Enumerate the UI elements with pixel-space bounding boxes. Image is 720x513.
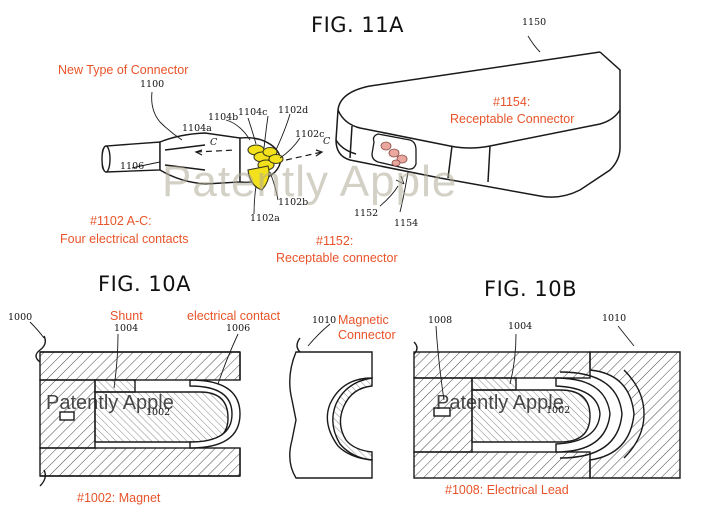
caption-1152-line2: Receptable connector <box>276 251 398 265</box>
ref-1010-b: 1010 <box>602 313 627 324</box>
ref-1010-a: 1010 <box>312 315 337 326</box>
caption-1102-line1: #1102 A-C: <box>90 214 152 228</box>
fig11a-electrical-contacts <box>247 144 284 191</box>
ref-1102b: 1102b <box>278 197 309 208</box>
caption-electrical-contact: electrical contact <box>187 309 281 323</box>
caption-new-connector: New Type of Connector <box>58 63 189 77</box>
ref-1102c: 1102c <box>295 129 325 140</box>
caption-electrical-lead: #1008: Electrical Lead <box>445 483 569 497</box>
ref-1104a: 1104a <box>182 123 212 134</box>
caption-1152-line1: #1152: <box>316 234 354 248</box>
ref-1000: 1000 <box>8 312 33 323</box>
caption-1154-line2: Receptable Connector <box>450 112 575 126</box>
ref-1104c: 1104c <box>238 107 268 118</box>
ref-1102d: 1102d <box>278 105 309 116</box>
ref-1152: 1152 <box>354 208 379 219</box>
caption-shunt: Shunt <box>110 309 143 323</box>
ref-1154: 1154 <box>394 218 419 229</box>
fig10a-leaders <box>29 321 239 389</box>
fig11a-title: FIG. 11A <box>311 13 404 37</box>
caption-magnet: #1002: Magnet <box>77 491 161 505</box>
ref-1008: 1008 <box>428 315 453 326</box>
ref-1006: 1006 <box>226 323 251 334</box>
fig10a-cross-section <box>35 335 241 487</box>
fig11a-device-leaders <box>379 171 409 213</box>
fig10a-title: FIG. 10A <box>98 272 191 296</box>
section-c-right: C <box>323 136 331 147</box>
ref-1106: 1106 <box>120 161 145 172</box>
fig10-magnetic-connector <box>289 337 373 479</box>
ref-1102a: 1102a <box>250 213 280 224</box>
watermark-fig10a: Patently Apple <box>46 392 174 414</box>
ref-1004-a: 1004 <box>114 323 139 334</box>
ref-1100: 1100 <box>140 79 165 90</box>
caption-1102-line2: Four electrical contacts <box>60 232 189 246</box>
fig10b-title: FIG. 10B <box>484 277 578 301</box>
fig10b-cross-section <box>413 341 681 479</box>
section-c-left: C <box>210 137 218 148</box>
caption-1154-line1: #1154: <box>493 95 531 109</box>
watermark-large: Patently Apple <box>162 157 458 206</box>
ref-1002-b: 1002 <box>546 405 571 416</box>
ref-1004-b: 1004 <box>508 321 533 332</box>
fig11a-device <box>335 51 621 198</box>
fig11a-section-line <box>194 149 324 161</box>
ref-1104b: 1104b <box>208 112 239 123</box>
caption-magnetic-line1: Magnetic <box>338 313 389 327</box>
ref-1002-a: 1002 <box>146 407 171 418</box>
fig10b-leaders <box>435 325 635 401</box>
ref-1150: 1150 <box>522 17 547 28</box>
watermark-fig10b: Patently Apple <box>436 392 564 414</box>
caption-magnetic-line2: Connector <box>338 328 396 342</box>
fig11a-leaders <box>131 35 541 215</box>
